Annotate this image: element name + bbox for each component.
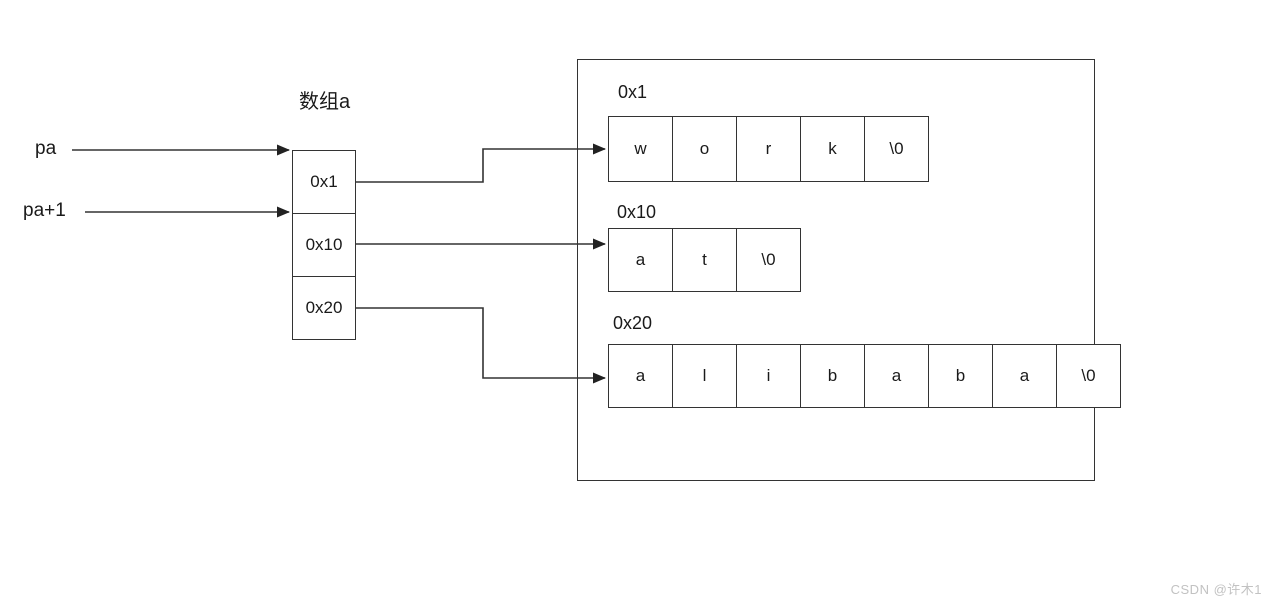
char-cell: w bbox=[609, 117, 673, 181]
string-address-label: 0x1 bbox=[618, 82, 648, 102]
csdn-watermark: CSDN @许木1 bbox=[1170, 582, 1262, 597]
char-cell: \0 bbox=[889, 139, 904, 158]
pa-label: pa bbox=[35, 138, 57, 159]
char-cell: b bbox=[801, 345, 865, 407]
string-array-at: a t \0 bbox=[608, 228, 801, 292]
pointer-2-connector bbox=[356, 307, 606, 384]
char-cell: t bbox=[673, 229, 737, 291]
string-array-alibaba: a l i b a b a \0 bbox=[608, 344, 1121, 408]
pointer-array-title: 数组a bbox=[299, 91, 351, 113]
char-cell: a bbox=[865, 345, 929, 407]
char-cell: a bbox=[993, 345, 1057, 407]
char-cell: o bbox=[673, 117, 737, 181]
pointer-cell: 0x20 bbox=[305, 298, 343, 317]
string-address-label: 0x20 bbox=[613, 313, 653, 333]
pointer-0-connector bbox=[356, 143, 606, 183]
char-cell: k bbox=[801, 117, 865, 181]
pointer-cell: 0x10 bbox=[293, 214, 355, 277]
pa-plus-1-label: pa+1 bbox=[23, 200, 66, 221]
char-cell: r bbox=[737, 117, 801, 181]
char-cell: \0 bbox=[1081, 366, 1096, 385]
char-cell: \0 bbox=[761, 250, 776, 269]
char-cell: l bbox=[673, 345, 737, 407]
string-array-work: w o r k \0 bbox=[608, 116, 929, 182]
string-address-label: 0x10 bbox=[617, 202, 657, 222]
pointer-array: 0x1 0x10 0x20 bbox=[292, 150, 356, 340]
char-cell: i bbox=[737, 345, 801, 407]
pointer-cell: 0x1 bbox=[293, 151, 355, 214]
char-cell: b bbox=[929, 345, 993, 407]
char-cell: a bbox=[609, 345, 673, 407]
char-cell: a bbox=[609, 229, 673, 291]
